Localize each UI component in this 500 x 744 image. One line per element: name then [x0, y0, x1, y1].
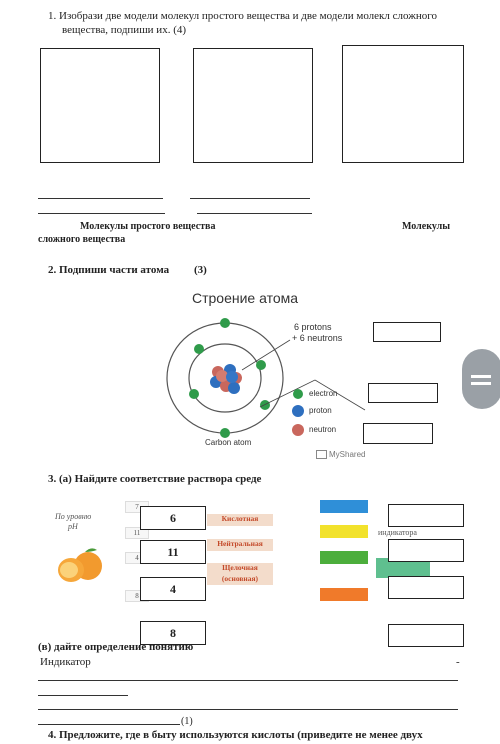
ph-label-2: pH [68, 522, 78, 531]
env-acidic-label: Кислотная [207, 514, 273, 526]
color-answer-box-3[interactable] [388, 576, 464, 599]
atom-label-answer-1[interactable] [373, 322, 441, 342]
indicator-swatch-blue [320, 500, 368, 513]
caption-complex-substance-a: Молекулы [402, 221, 451, 232]
env-alkaline-label: Щелочная [207, 563, 273, 574]
task4-text: 4. Предложите, где в быту используются к… [48, 729, 423, 741]
indicator-swatch-orange [320, 588, 368, 601]
label-protons: 6 protons [294, 322, 332, 332]
atom-diagram [166, 318, 366, 438]
task3a-text: 3. (a) Найдите соответствие раствора сре… [48, 473, 262, 485]
atom-caption: Carbon atom [205, 438, 252, 447]
task1-text-line1: 1. Изобрази две модели молекул простого … [48, 10, 437, 22]
electrons [189, 318, 270, 438]
indicator-swatch-yellow [320, 525, 368, 538]
indicator-swatch-green [320, 551, 368, 564]
answer-line[interactable] [38, 695, 128, 696]
answer-line[interactable] [38, 724, 180, 725]
answer-box-2[interactable]: 11 [140, 540, 206, 564]
env-alkaline-label-2: (основная) [207, 574, 273, 585]
drawing-box-3[interactable] [342, 45, 464, 163]
task2-points: (3) [194, 264, 207, 276]
handle-bar-icon [471, 375, 491, 378]
atom-label-answer-3[interactable] [363, 423, 433, 444]
handle-bar-icon [471, 382, 491, 385]
task1-text-line2: вещества, подпиши их. (4) [62, 24, 187, 36]
answer-line[interactable] [197, 213, 312, 214]
label-neutrons: + 6 neutrons [292, 333, 343, 343]
color-answer-box-4[interactable] [388, 624, 464, 647]
indicator-text-fragment: индикатора [378, 528, 417, 537]
ph-value-11: 11 [125, 527, 149, 539]
watermark-logo-icon [316, 450, 327, 460]
answer-line[interactable] [38, 680, 458, 681]
indicator-paper-strip [376, 558, 430, 578]
task3b-text: (в) дайте определение понятию [38, 641, 194, 653]
watermark: MyShared [316, 450, 365, 460]
drawing-box-1[interactable] [40, 48, 160, 163]
term-indicator: Индикатор [40, 656, 91, 668]
answer-box-1[interactable]: 6 [140, 506, 206, 530]
answer-line[interactable] [38, 198, 163, 199]
drawing-box-2[interactable] [193, 48, 313, 163]
legend-electron: electron [309, 389, 338, 398]
answer-line[interactable] [190, 198, 310, 199]
answer-line[interactable] [38, 709, 458, 710]
caption-complex-substance-b: сложного вещества [38, 234, 126, 245]
task3b-points: (1) [181, 716, 193, 727]
color-answer-box-2[interactable] [388, 539, 464, 562]
answer-box-4[interactable]: 8 [140, 621, 206, 645]
term-dash: - [456, 656, 460, 668]
answer-box-3[interactable]: 4 [140, 577, 206, 601]
task2-text: 2. Подпиши части атома [48, 264, 170, 276]
legend-neutron: neutron [309, 425, 337, 434]
color-answer-box-1[interactable] [388, 504, 464, 527]
env-neutral-label: Нейтральная [207, 539, 273, 551]
orange-fruit-icon [58, 548, 102, 582]
side-scroll-handle[interactable] [462, 349, 500, 409]
legend-proton: proton [309, 406, 332, 415]
inner-orbit [188, 343, 262, 413]
nucleus [210, 364, 242, 394]
atom-figure-title: Строение атома [192, 290, 299, 306]
answer-line[interactable] [38, 213, 165, 214]
atom-label-answer-2[interactable] [368, 383, 438, 403]
caption-simple-substance: Молекулы простого вещества [80, 221, 216, 232]
ph-label-1: По уровню [55, 512, 92, 521]
